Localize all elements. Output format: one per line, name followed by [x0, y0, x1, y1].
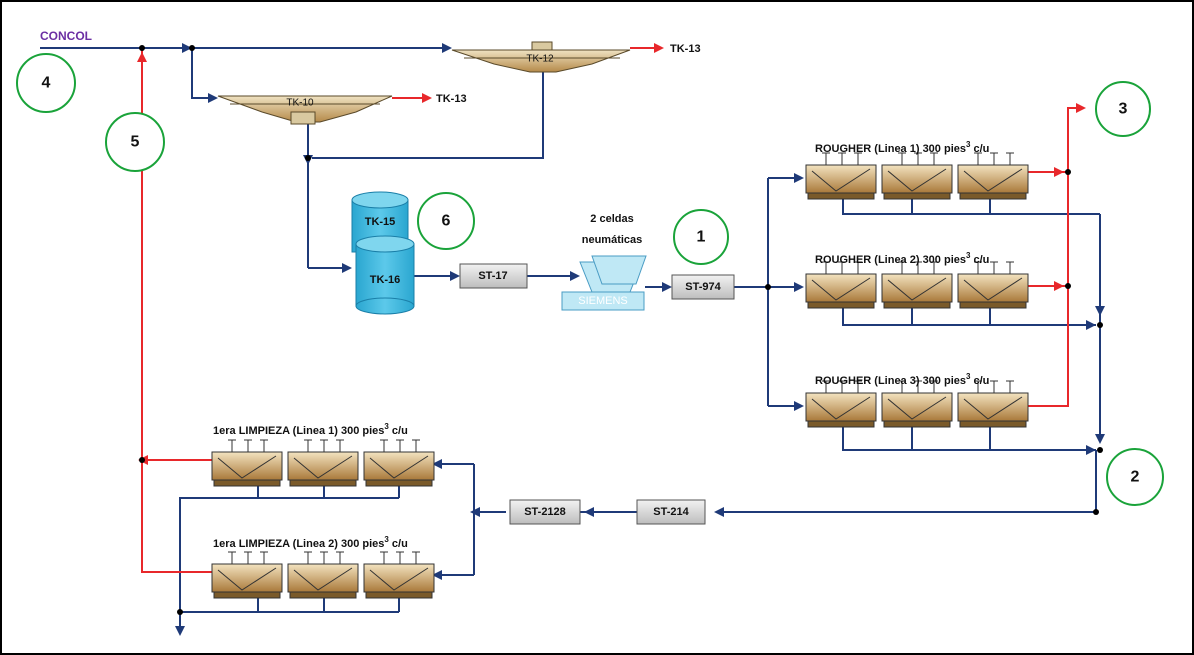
tk12-label: TK-12: [526, 54, 554, 65]
rougher-line2-bank-cell-2: [881, 261, 953, 309]
pulp-flow-lines: [40, 47, 1101, 632]
annotation-3: 3: [1095, 81, 1151, 137]
svg-text:4: 4: [42, 75, 51, 92]
svg-text:5: 5: [131, 134, 140, 151]
rougher-line1-label: ROUGHER (Linea 1) 300 pies3 c/u: [815, 140, 989, 155]
st17-label: ST-17: [478, 270, 507, 282]
siemens-logo-text: SIEMENS: [578, 295, 628, 307]
junction-dots: [139, 45, 1103, 615]
cleaner-line1-bank: [211, 439, 435, 487]
rougher-line1-bank: [805, 152, 1029, 200]
annotation-5: 5: [105, 112, 165, 172]
rougher-line2-bank-cell-1: [805, 261, 877, 309]
rougher-line1-bank-cell-2: [881, 152, 953, 200]
annotation-4: 4: [16, 53, 76, 113]
concol-label: CONCOL: [40, 29, 92, 43]
cleaner-line1-label: 1era LIMPIEZA (Linea 1) 300 pies3 c/u: [213, 422, 408, 437]
cleaner-line2-label: 1era LIMPIEZA (Linea 2) 300 pies3 c/u: [213, 535, 408, 550]
box-st2128: ST-2128: [509, 499, 581, 525]
svg-text:3: 3: [1119, 101, 1128, 118]
svg-text:2: 2: [1131, 469, 1140, 486]
thickener-tk10: TK-10 TK-13: [217, 93, 467, 125]
rougher-line3-label: ROUGHER (Linea 3) 300 pies3 c/u: [815, 372, 989, 387]
tk12-outlet-label: TK-13: [670, 43, 701, 55]
st214-label: ST-214: [653, 506, 689, 518]
thickener-tk12: TK-12 TK-13: [451, 41, 701, 73]
pneumatic-cells: 2 celdas neumáticas SIEMENS: [561, 213, 647, 311]
cleaner-line2-bank: [211, 551, 435, 599]
cleaner-line1-bank-cell-1: [211, 439, 283, 487]
box-st17: ST-17: [459, 263, 528, 289]
rougher-line3-bank-cell-2: [881, 380, 953, 428]
svg-text:1: 1: [697, 229, 706, 246]
cleaner-line1-bank-cell-3: [363, 439, 435, 487]
pulp-flow-arrows: [175, 43, 1105, 636]
cell-banks: [211, 152, 1029, 599]
tk16-label: TK-16: [370, 274, 401, 286]
st2128-label: ST-2128: [524, 506, 566, 518]
rougher-line3-bank-cell-3: [957, 380, 1029, 428]
rougher-line1-bank-cell-3: [957, 152, 1029, 200]
rougher-line2-label: ROUGHER (Linea 2) 300 pies3 c/u: [815, 251, 989, 266]
pneumatic-caption-line1: 2 celdas: [590, 213, 633, 225]
rougher-line2-bank-cell-3: [957, 261, 1029, 309]
annotation-1: 1: [673, 209, 729, 265]
concentrate-flow-arrows: [137, 43, 1086, 465]
cleaner-line2-bank-cell-1: [211, 551, 283, 599]
rougher-line1-bank-cell-1: [805, 152, 877, 200]
cleaner-line2-bank-cell-2: [287, 551, 359, 599]
st974-label: ST-974: [685, 281, 721, 293]
annotation-6: 6: [417, 192, 475, 250]
rougher-line2-bank: [805, 261, 1029, 309]
rougher-line3-bank: [805, 380, 1029, 428]
cleaner-line1-bank-cell-2: [287, 439, 359, 487]
box-st974: ST-974: [671, 274, 735, 300]
tk15-label: TK-15: [365, 216, 396, 228]
tank-tk16: TK-16: [355, 235, 415, 315]
box-st214: ST-214: [636, 499, 706, 525]
tk10-label: TK-10: [286, 98, 314, 109]
rougher-line3-bank-cell-1: [805, 380, 877, 428]
pneumatic-caption-line2: neumáticas: [582, 234, 643, 246]
tk10-outlet-label: TK-13: [436, 93, 467, 105]
annotation-2: 2: [1106, 448, 1164, 506]
cleaner-line2-bank-cell-3: [363, 551, 435, 599]
svg-text:6: 6: [442, 213, 451, 230]
